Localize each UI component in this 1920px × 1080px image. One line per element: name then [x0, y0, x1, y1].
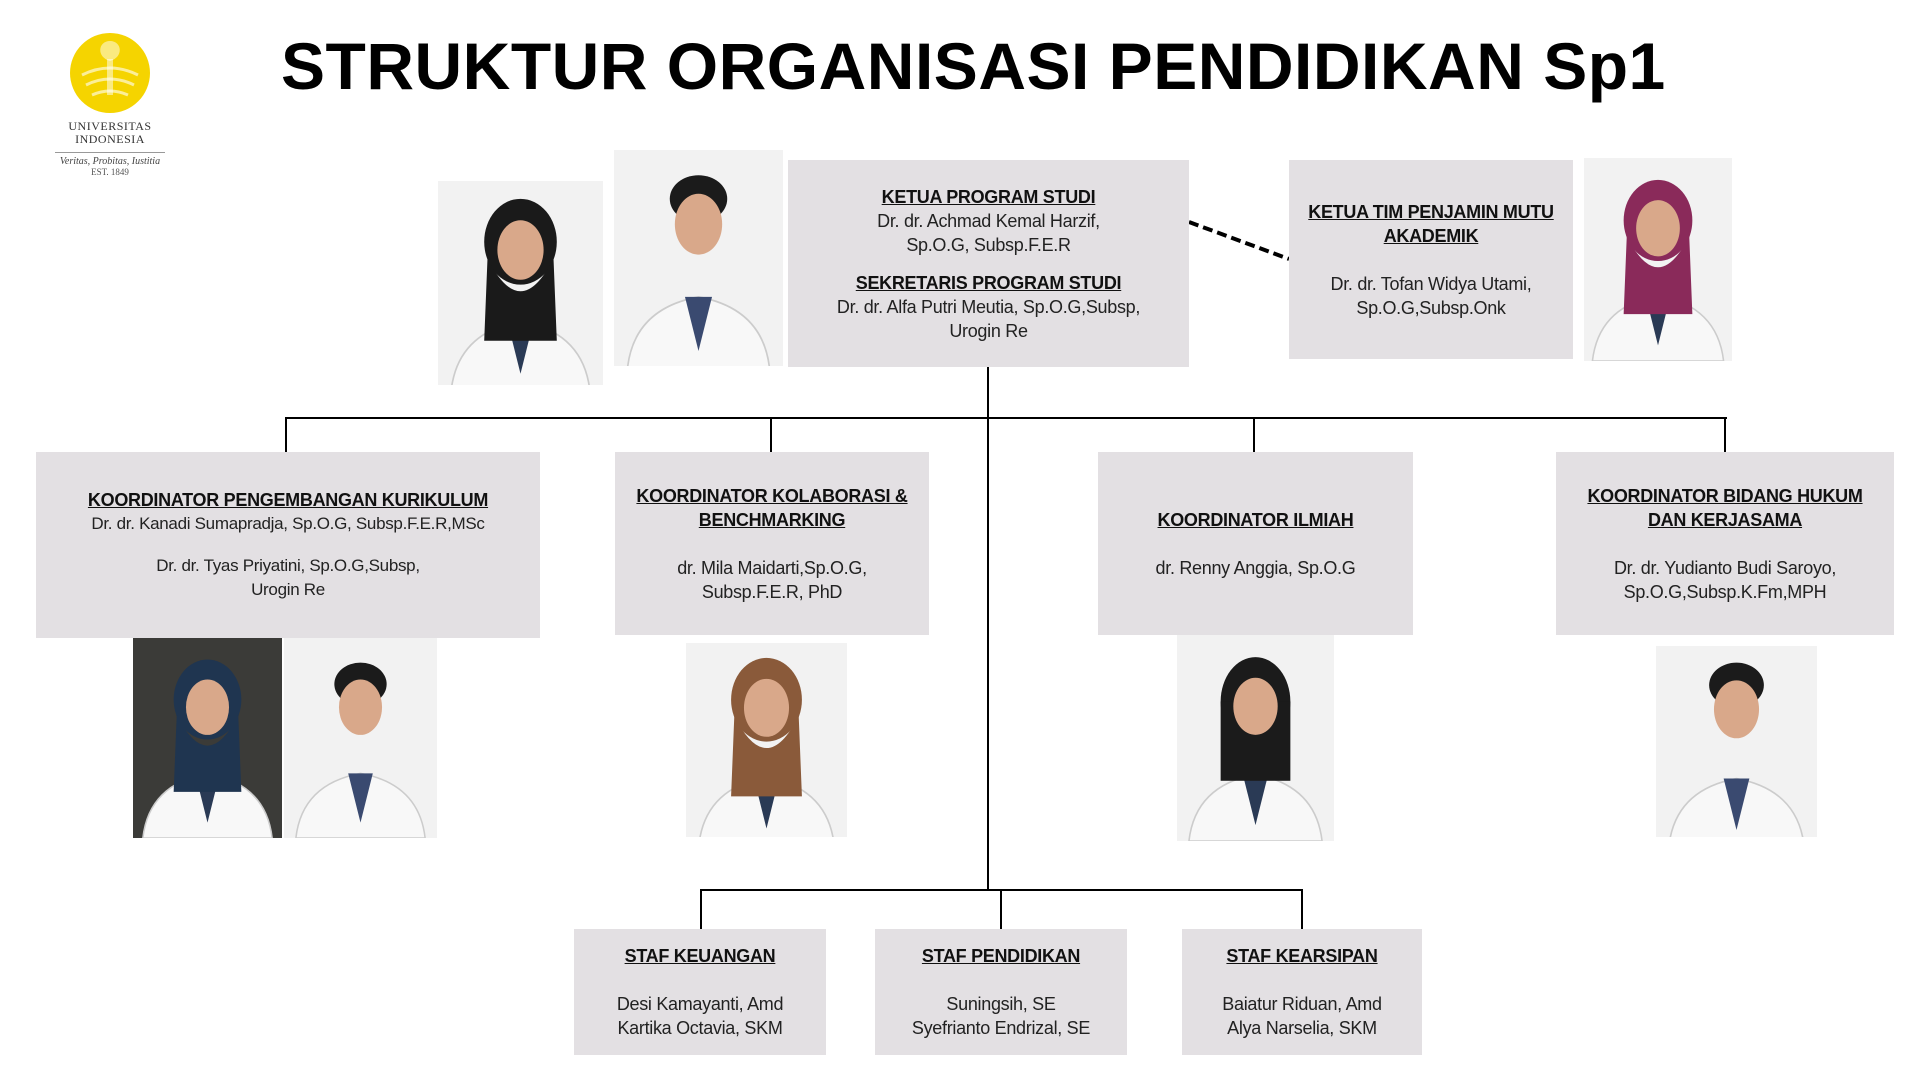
person-name: Kartika Octavia, SKM — [617, 1018, 783, 1038]
person-name: Syefrianto Endrizal, SE — [911, 1018, 1091, 1038]
portrait-icon — [614, 150, 783, 366]
coordinator-curriculum-box: KOORDINATOR PENGEMBANGAN KURIKULUM Dr. d… — [36, 452, 540, 638]
photo-coordinator-law — [1656, 646, 1817, 837]
person-name: Dr. dr. Alfa Putri Meutia, Sp.O.G,Subsp, — [836, 296, 1141, 317]
portrait-icon — [133, 638, 282, 838]
person-name: Dr. dr. Yudianto Budi Saroyo, — [1613, 557, 1837, 578]
photo-secretary — [438, 181, 603, 385]
role-title: KETUA TIM PENJAMIN MUTU — [1308, 201, 1554, 222]
page-title: STRUKTUR ORGANISASI PENDIDIKAN Sp1 — [281, 29, 1666, 103]
coordinator-scientific-box: KOORDINATOR ILMIAH dr. Renny Anggia, Sp.… — [1098, 452, 1413, 635]
photo-coordinator-collaboration — [686, 643, 847, 837]
person-name: Urogin Re — [949, 320, 1028, 341]
logo-text-line1: UNIVERSITAS — [68, 119, 152, 133]
role-title: KETUA PROGRAM STUDI — [881, 186, 1096, 207]
drop-line — [1000, 889, 1002, 929]
portrait-icon — [1584, 158, 1732, 361]
universitas-indonesia-logo: UNIVERSITAS INDONESIA Veritas, Probitas,… — [55, 31, 165, 187]
person-name: Subsp.F.E.R, PhD — [701, 581, 843, 602]
role-title: KOORDINATOR BIDANG HUKUM — [1587, 485, 1863, 506]
staff-education-box: STAF PENDIDIKAN Suningsih, SE Syefrianto… — [875, 929, 1127, 1055]
head-program-box: KETUA PROGRAM STUDI Dr. dr. Achmad Kemal… — [788, 160, 1189, 367]
staff-finance-box: STAF KEUANGAN Desi Kamayanti, Amd Kartik… — [574, 929, 826, 1055]
photo-quality — [1584, 158, 1732, 361]
person-name: Sp.O.G,Subsp.K.Fm,MPH — [1623, 581, 1827, 602]
role-title: KOORDINATOR KOLABORASI & — [636, 485, 908, 506]
person-name: Dr. dr. Kanadi Sumapradja, Sp.O.G, Subsp… — [91, 514, 485, 533]
role-title: SEKRETARIS PROGRAM STUDI — [855, 272, 1122, 293]
person-name: Urogin Re — [251, 580, 325, 599]
drop-line — [1253, 417, 1255, 452]
person-name: Alya Narselia, SKM — [1227, 1018, 1377, 1038]
quality-team-box: KETUA TIM PENJAMIN MUTU AKADEMIK Dr. dr.… — [1289, 160, 1573, 359]
makara-emblem-icon — [70, 33, 150, 113]
photo-coordinator-scientific — [1177, 635, 1334, 841]
portrait-icon — [1656, 646, 1817, 837]
coordinator-collaboration-box: KOORDINATOR KOLABORASI & BENCHMARKING dr… — [615, 452, 929, 635]
portrait-icon — [284, 638, 437, 838]
person-name: Desi Kamayanti, Amd — [616, 994, 784, 1014]
portrait-icon — [686, 643, 847, 837]
role-title: STAF KEUANGAN — [624, 946, 776, 966]
role-title: KOORDINATOR ILMIAH — [1157, 509, 1354, 530]
role-title: AKADEMIK — [1383, 225, 1479, 246]
staff-archive-box: STAF KEARSIPAN Baiatur Riduan, Amd Alya … — [1182, 929, 1422, 1055]
logo-text-line2: INDONESIA — [75, 132, 145, 146]
drop-line — [285, 417, 287, 452]
coordinator-bar — [285, 417, 1727, 419]
person-name: Baiatur Riduan, Amd — [1222, 994, 1382, 1014]
portrait-icon — [438, 181, 603, 385]
photo-coordinator-curriculum-1 — [133, 638, 282, 838]
role-title: KOORDINATOR PENGEMBANGAN KURIKULUM — [87, 490, 489, 510]
person-name: Dr. dr. Tyas Priyatini, Sp.O.G,Subsp, — [156, 556, 420, 575]
role-title: STAF PENDIDIKAN — [921, 946, 1081, 966]
logo-est: EST. 1849 — [91, 167, 129, 177]
role-title: DAN KERJASAMA — [1647, 509, 1803, 530]
role-title: BENCHMARKING — [698, 509, 846, 530]
drop-line — [770, 417, 772, 452]
person-name: Sp.O.G,Subsp.Onk — [1356, 297, 1506, 318]
person-name: dr. Mila Maidarti,Sp.O.G, — [677, 557, 867, 578]
person-name: Sp.O.G, Subsp.F.E.R — [906, 234, 1071, 255]
person-name: dr. Renny Anggia, Sp.O.G — [1155, 557, 1356, 578]
photo-coordinator-curriculum-2 — [284, 638, 437, 838]
drop-line — [1724, 417, 1726, 452]
dashed-connector — [1189, 220, 1290, 261]
role-title: STAF KEARSIPAN — [1226, 946, 1378, 966]
logo-motto: Veritas, Probitas, Iustitia — [55, 152, 165, 167]
person-name: Dr. dr. Achmad Kemal Harzif, — [877, 210, 1100, 231]
portrait-icon — [1177, 635, 1334, 841]
person-name: Suningsih, SE — [946, 994, 1056, 1014]
drop-line — [700, 889, 702, 929]
trunk-line — [987, 367, 989, 891]
coordinator-law-box: KOORDINATOR BIDANG HUKUM DAN KERJASAMA D… — [1556, 452, 1894, 635]
drop-line — [1301, 889, 1303, 929]
person-name: Dr. dr. Tofan Widya Utami, — [1330, 273, 1532, 294]
photo-head — [614, 150, 783, 366]
